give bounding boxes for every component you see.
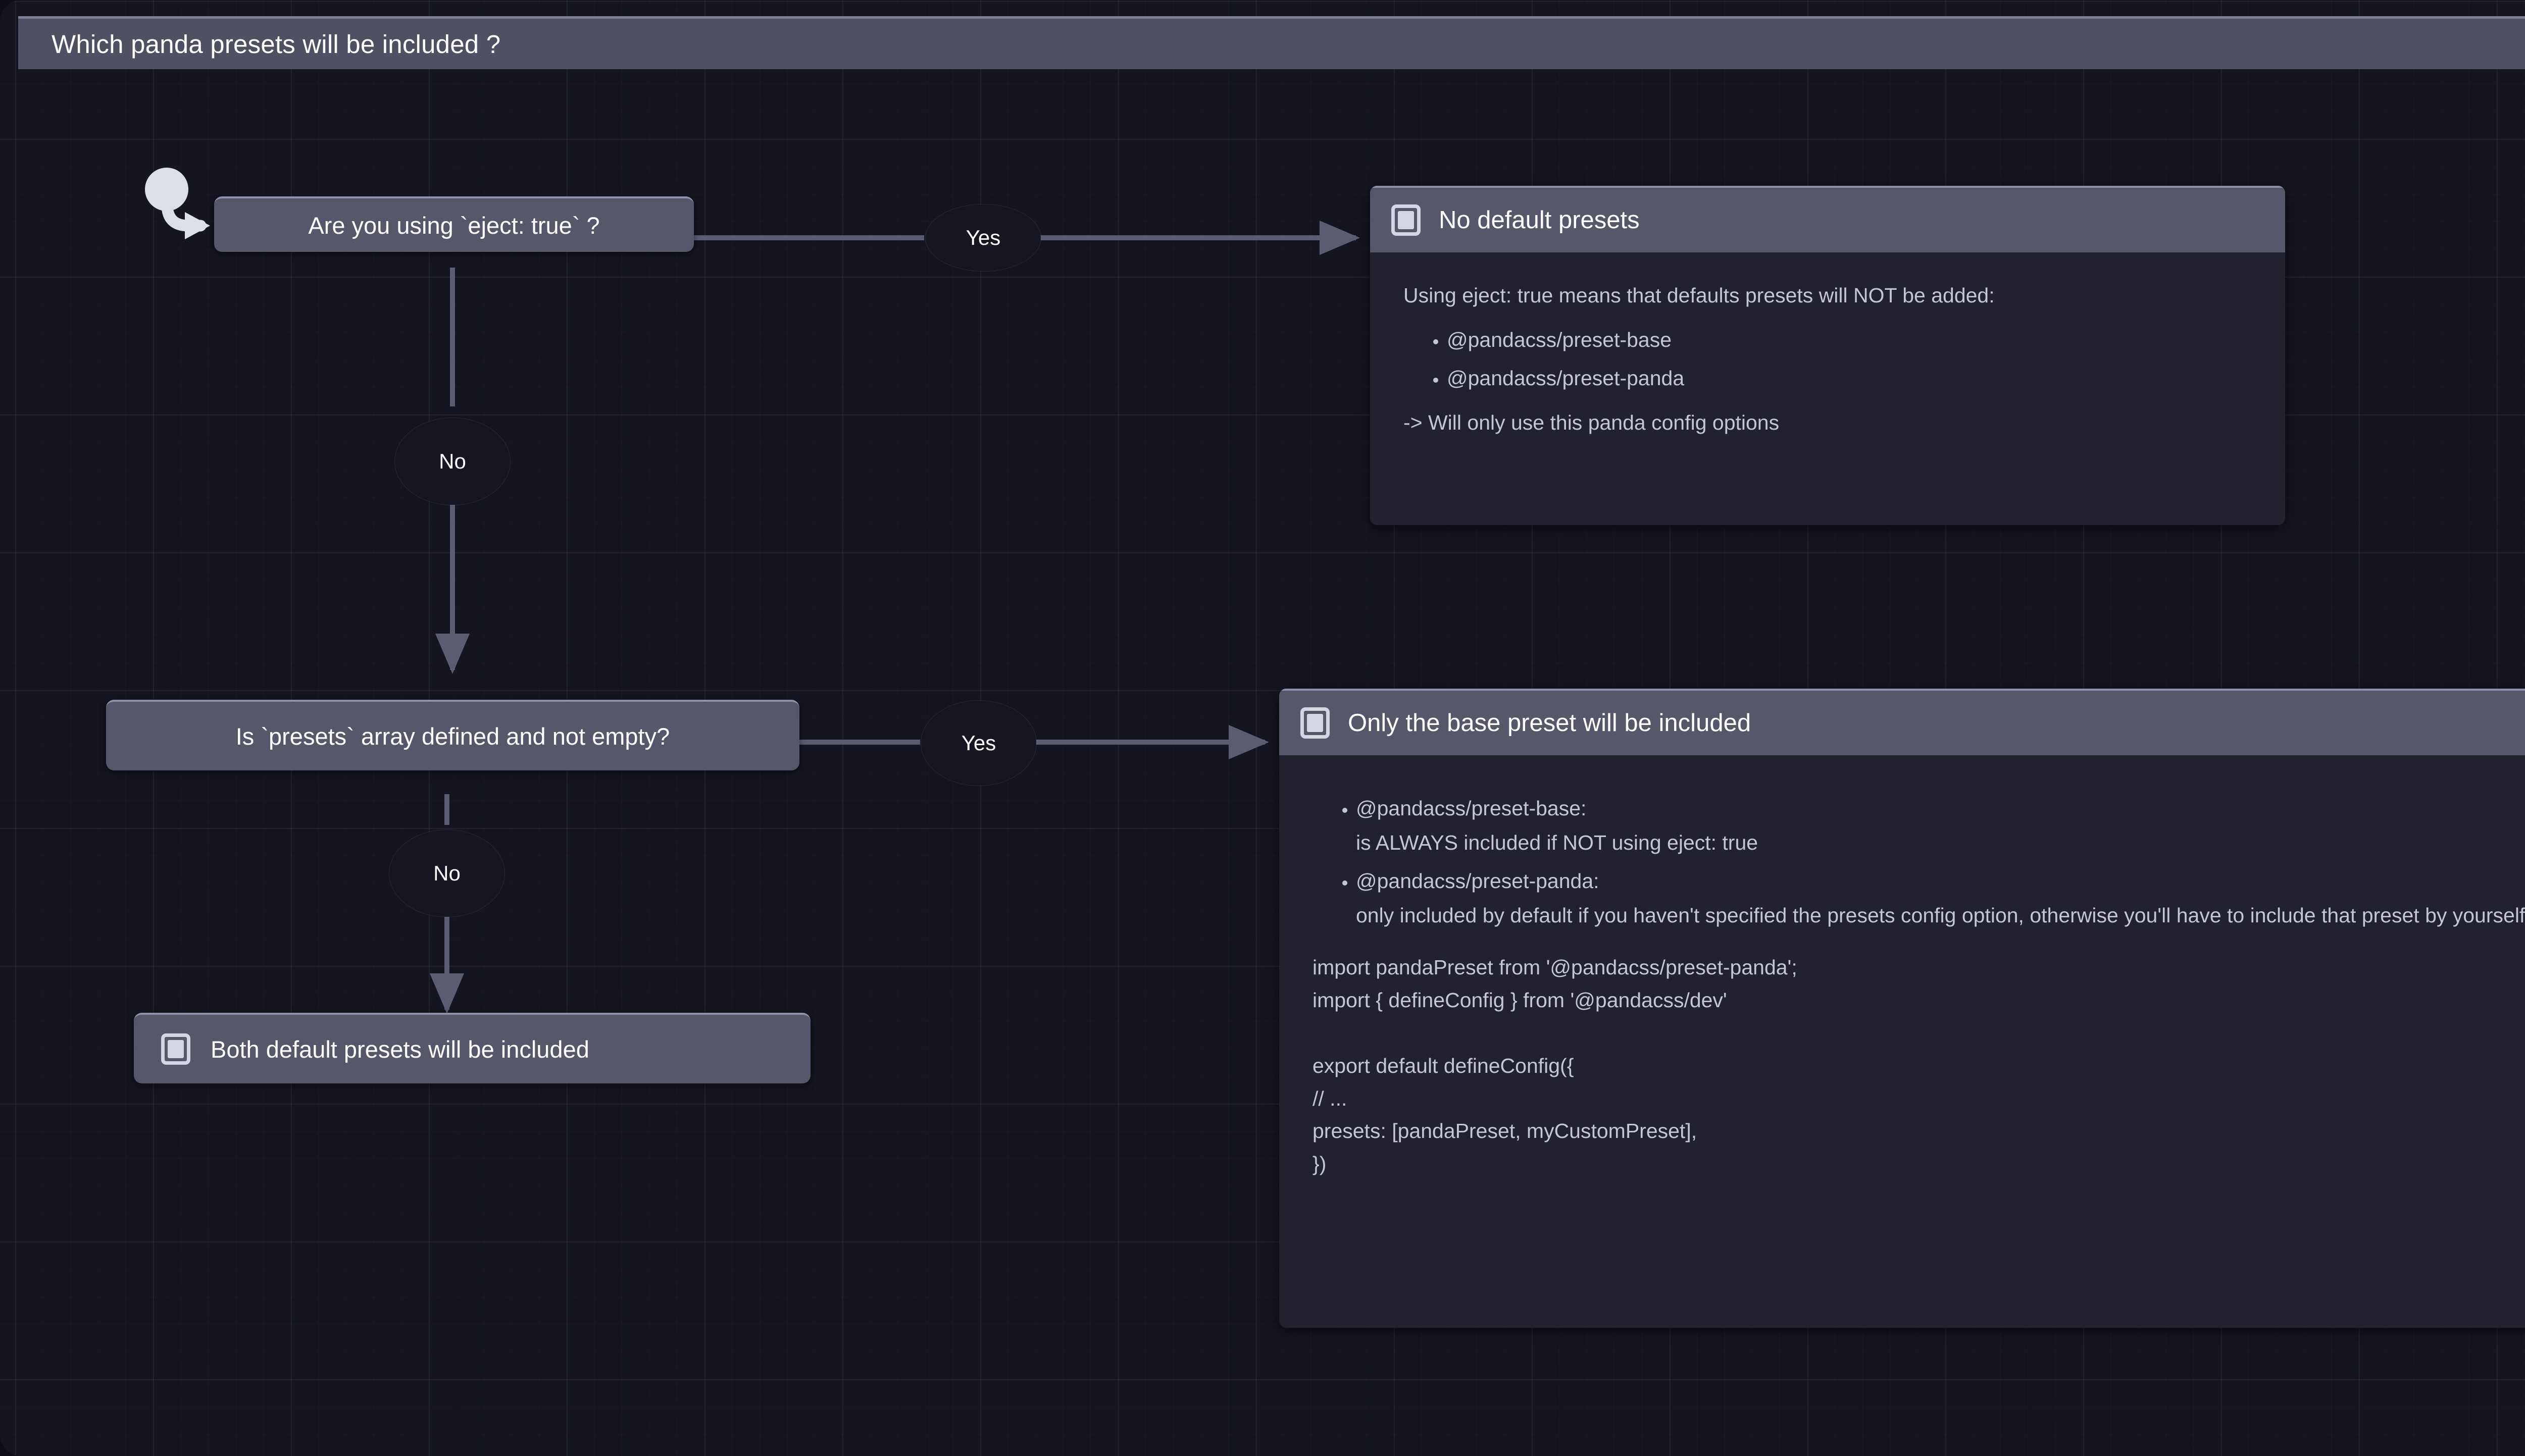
diagram-title-bar: Which panda presets will be included ? — [18, 16, 2525, 69]
code-snippet: import pandaPreset from '@pandacss/prese… — [1312, 956, 1797, 1176]
list-item-head: @pandacss/preset-panda: — [1356, 869, 1599, 893]
note-square-icon — [161, 1033, 190, 1065]
start-circle-arrow-icon — [145, 168, 210, 239]
list-item: @pandacss/preset-panda — [1447, 365, 2252, 392]
edge-label-no-eject: No — [395, 418, 510, 505]
note-panel-intro: Using eject: true means that defaults pr… — [1403, 284, 1995, 307]
note-panel-title: Only the base preset will be included — [1348, 709, 1751, 737]
note-panel-header: Only the base preset will be included — [1279, 689, 2525, 755]
note-square-icon — [1300, 707, 1330, 739]
note-panel-footer: -> Will only use this panda config optio… — [1403, 411, 1780, 435]
edge-label-text: No — [439, 449, 466, 473]
outcome-node-both-presets[interactable]: Both default presets will be included — [134, 1013, 811, 1083]
note-square-icon — [1391, 204, 1421, 236]
page-title: Which panda presets will be included ? — [52, 29, 501, 59]
edge-label-text: No — [433, 861, 461, 885]
decision-node-presets-array-label: Is `presets` array defined and not empty… — [235, 722, 670, 750]
edge-label-no-presets: No — [389, 830, 504, 917]
edge-label-yes-eject: Yes — [926, 204, 1041, 271]
preset-list: @pandacss/preset-base @pandacss/preset-p… — [1403, 326, 2252, 392]
note-panel-header: No default presets — [1370, 186, 2285, 252]
list-item: @pandacss/preset-base: is ALWAYS include… — [1356, 795, 2525, 856]
outcome-node-both-presets-label: Both default presets will be included — [211, 1035, 589, 1063]
note-panel-body: Using eject: true means that defaults pr… — [1370, 252, 2285, 470]
note-panel-body: @pandacss/preset-base: is ALWAYS include… — [1279, 755, 2525, 1207]
list-item: @pandacss/preset-base — [1447, 326, 2252, 353]
decision-node-eject[interactable]: Are you using `eject: true` ? — [214, 196, 694, 252]
note-panel-only-base-preset[interactable]: Only the base preset will be included @p… — [1279, 689, 2525, 1328]
edge-label-text: Yes — [961, 731, 996, 755]
list-item-detail: only included by default if you haven't … — [1356, 904, 2525, 927]
list-item-head: @pandacss/preset-base: — [1356, 797, 1587, 820]
edge-label-text: Yes — [966, 226, 1001, 249]
note-panel-no-default-presets[interactable]: No default presets Using eject: true mea… — [1370, 186, 2285, 525]
list-item: @pandacss/preset-panda: only included by… — [1356, 867, 2525, 929]
decision-node-eject-label: Are you using `eject: true` ? — [308, 212, 600, 239]
edge-label-yes-presets: Yes — [921, 701, 1036, 786]
decision-node-presets-array[interactable]: Is `presets` array defined and not empty… — [106, 700, 799, 770]
list-item-detail: is ALWAYS included if NOT using eject: t… — [1356, 831, 1758, 855]
preset-detail-list: @pandacss/preset-base: is ALWAYS include… — [1312, 795, 2525, 929]
note-panel-title: No default presets — [1439, 206, 1640, 234]
